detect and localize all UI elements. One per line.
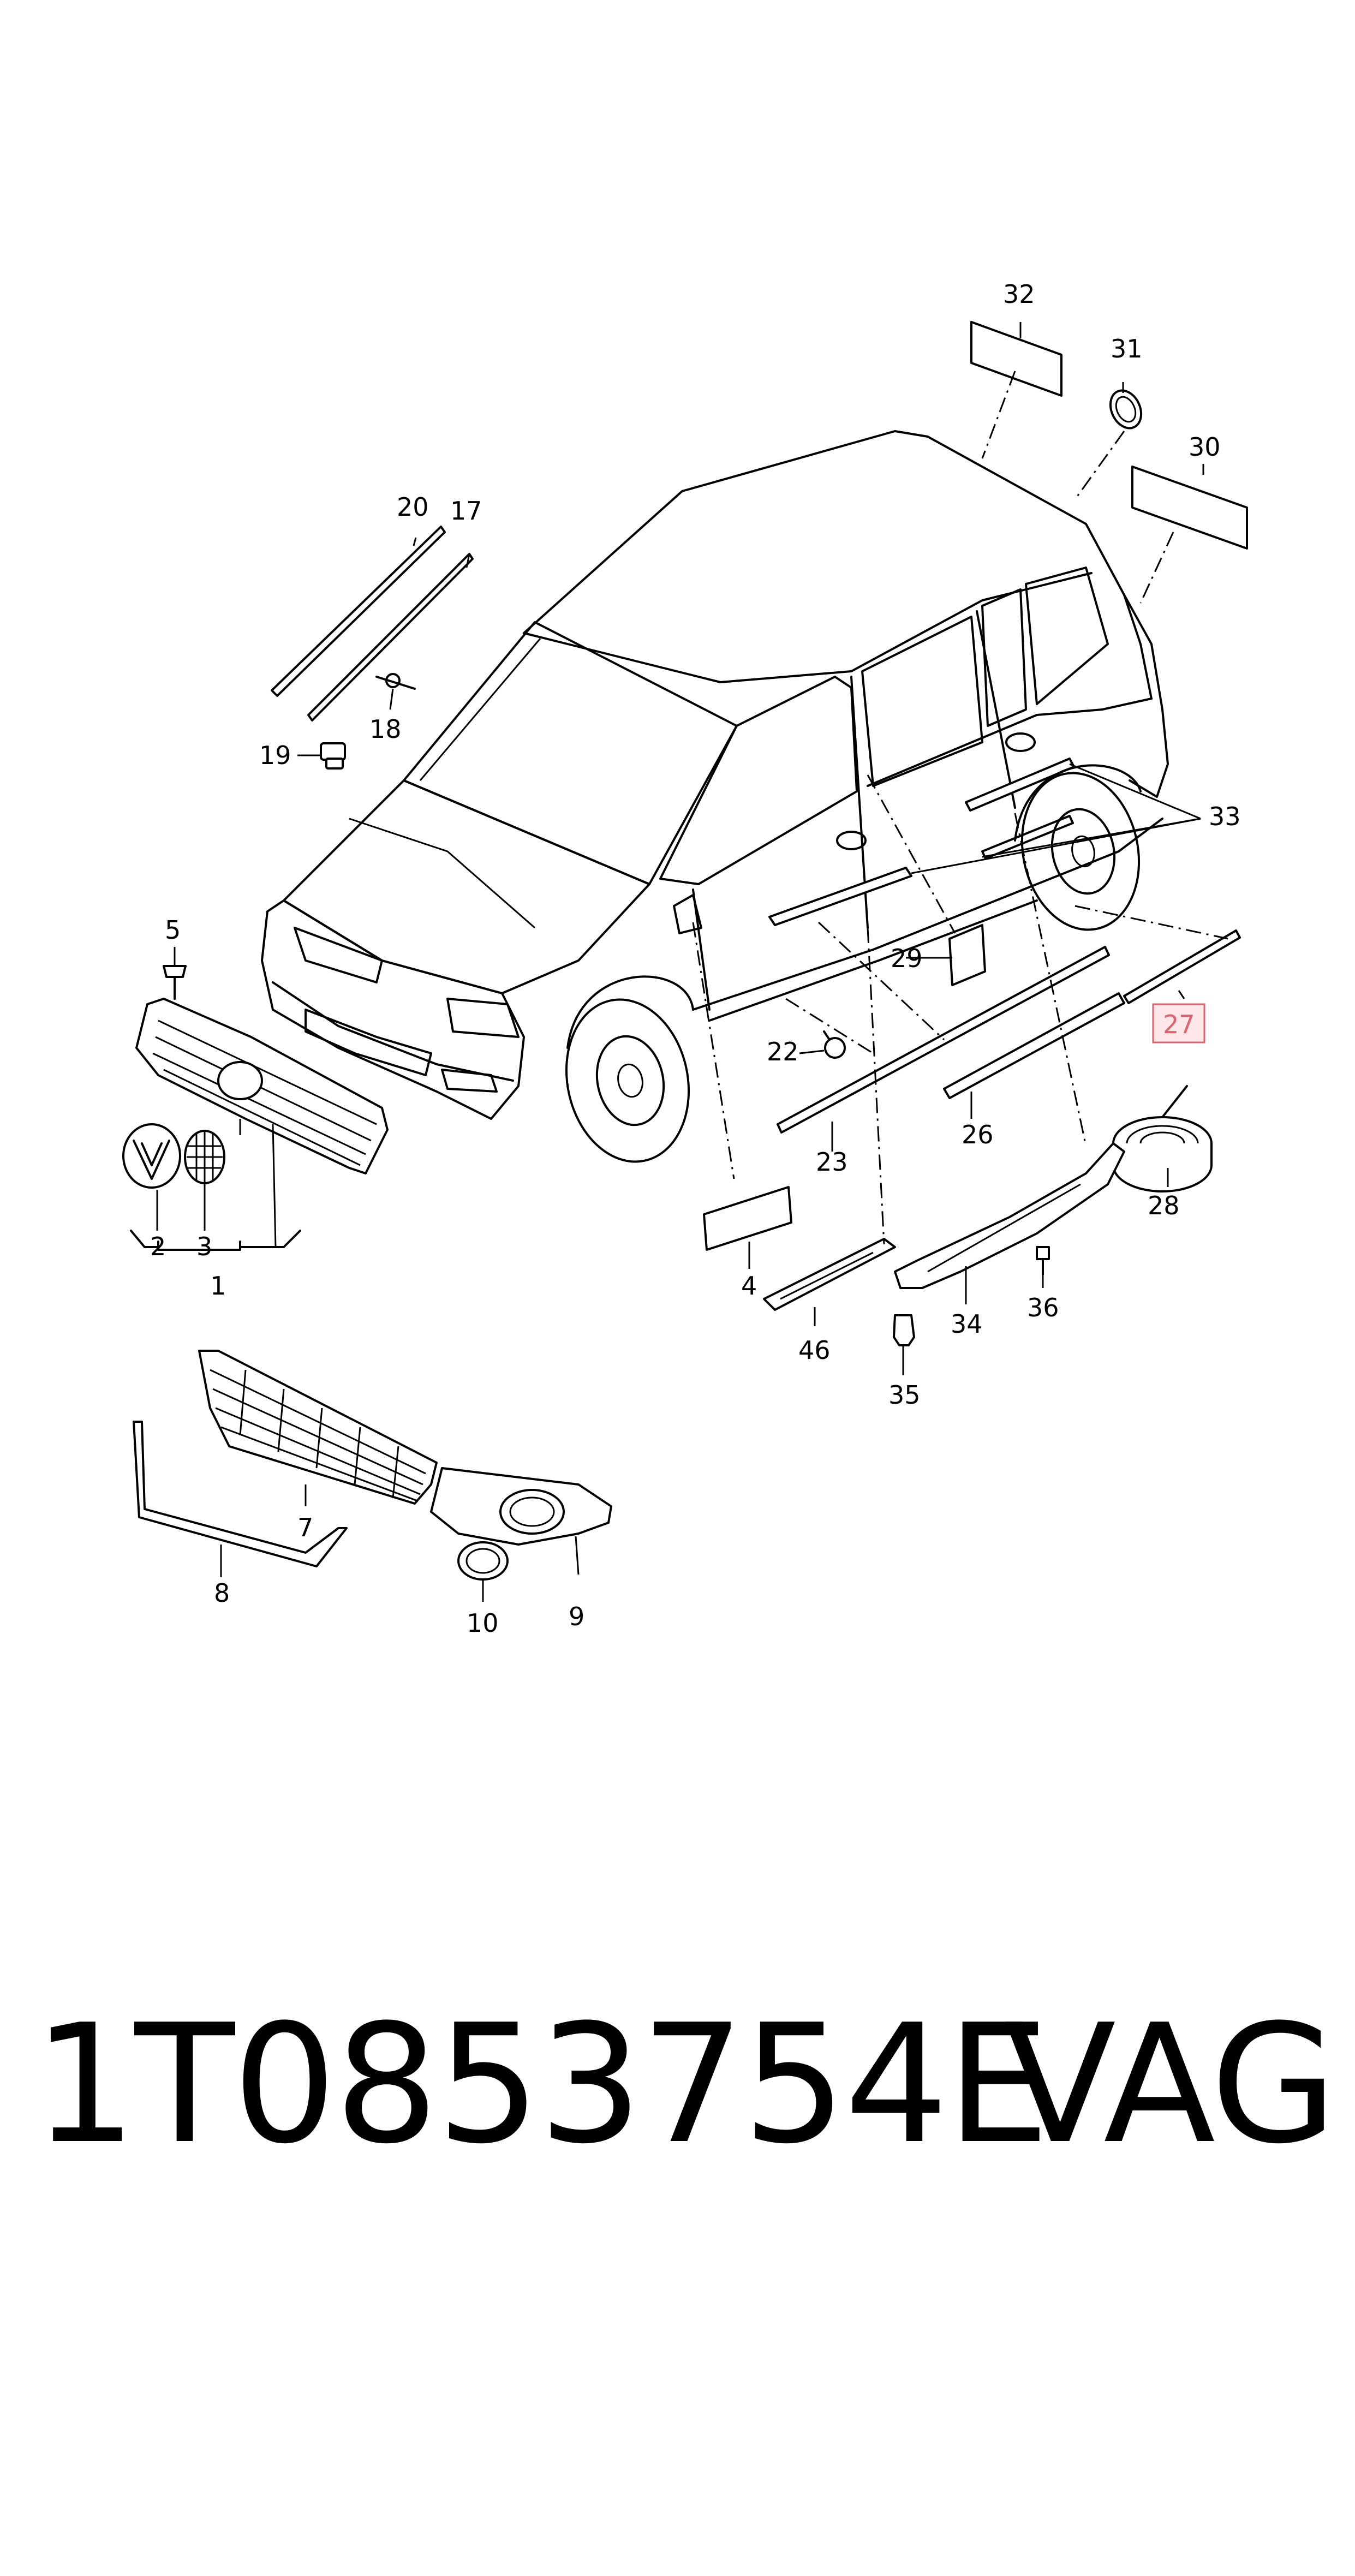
lower-grille (198, 1350, 438, 1505)
callout-1: 1 (210, 1271, 226, 1301)
callout-18: 18 (369, 714, 402, 744)
rear-molding-27 (1123, 929, 1241, 1004)
sticker-4 (703, 1186, 792, 1251)
callout-17: 17 (450, 496, 482, 526)
callout-31: 31 (1111, 334, 1143, 363)
callout-labels: 1 2 3 4 5 7 8 9 10 17 18 19 20 22 23 26 … (150, 279, 1241, 1638)
parts-group (122, 321, 1248, 1581)
callout-23: 23 (816, 1147, 848, 1177)
callout-34: 34 (951, 1309, 983, 1339)
callout-36: 36 (1027, 1293, 1059, 1322)
callout-33: 33 (1209, 802, 1241, 831)
callout-27: 27 (1163, 1010, 1195, 1039)
trim-strip (133, 1421, 348, 1567)
callout-29: 29 (891, 944, 923, 973)
callout-27-highlight (1152, 1003, 1205, 1043)
callout-8: 8 (214, 1578, 230, 1608)
door-molding-26 (943, 992, 1125, 1099)
roof-decal-32 (970, 321, 1062, 397)
callout-7: 7 (297, 1513, 313, 1542)
callout-5: 5 (165, 915, 181, 945)
callout-19: 19 (259, 741, 291, 770)
part-number: 1T0853754E (33, 1989, 1050, 2180)
wheel-arch-trim (894, 1142, 1125, 1289)
footer: 1T0853754E VAG (33, 1987, 1337, 2183)
callout-46: 46 (798, 1335, 831, 1365)
callout-28: 28 (1148, 1191, 1180, 1220)
callout-35: 35 (888, 1380, 921, 1410)
parts-diagram: 1 2 3 4 5 7 8 9 10 17 18 19 20 22 23 26 … (122, 279, 1248, 1638)
callout-3: 3 (196, 1232, 212, 1261)
callout-22: 22 (767, 1037, 799, 1066)
car-body-drawing (261, 430, 1169, 1163)
callout-20: 20 (397, 492, 429, 522)
callout-9: 9 (569, 1602, 584, 1631)
callout-32: 32 (1003, 279, 1035, 309)
roof-molding-17 (307, 553, 474, 721)
callout-30: 30 (1189, 432, 1221, 462)
roof-molding-20 (271, 526, 446, 697)
roof-decal-30 (1131, 466, 1248, 550)
badge-emblem (122, 1123, 181, 1189)
callout-26: 26 (962, 1120, 994, 1149)
leader-lines (174, 322, 1228, 1602)
callout-10: 10 (467, 1608, 499, 1638)
callout-4: 4 (741, 1271, 757, 1301)
callout-2: 2 (150, 1232, 166, 1261)
brand-name: VAG (1004, 1989, 1337, 2180)
